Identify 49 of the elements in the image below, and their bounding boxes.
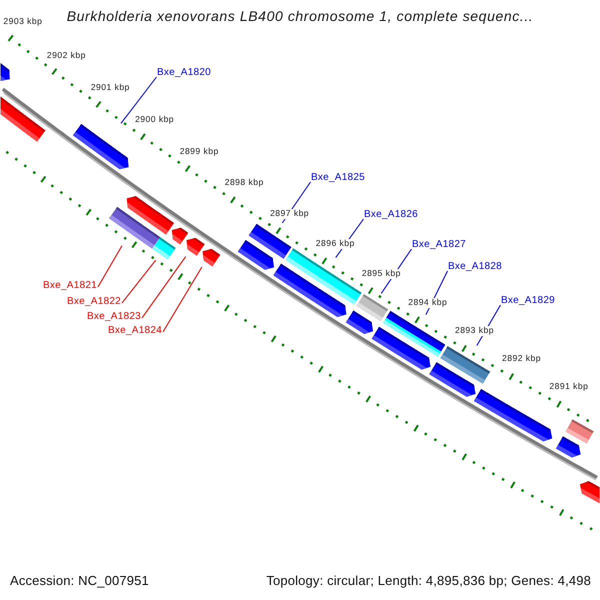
- accession-label: Accession: NC_007951: [10, 574, 149, 589]
- leader-line: [97, 245, 122, 288]
- gene-segment: [440, 346, 490, 384]
- scale-label: 2900 kbp: [135, 116, 174, 126]
- gene-feature: [202, 248, 220, 266]
- leader-line: [141, 256, 186, 318]
- scale-label: 2903 kbp: [3, 17, 42, 28]
- gene-segment: [285, 248, 362, 304]
- scale-label: 2891 kbp: [549, 382, 588, 392]
- gene-label: Bxe_A1824: [108, 325, 162, 336]
- map-title: Burkholderia xenovorans LB400 chromosome 1, complete sequenc...: [66, 8, 534, 24]
- gene-segment: [566, 419, 594, 444]
- scale-label: 2902 kbp: [46, 50, 86, 60]
- gene-label: Bxe_A1826: [364, 209, 418, 220]
- gene-label: Bxe_A1828: [448, 261, 502, 272]
- gene-feature: [126, 196, 174, 234]
- gene-segment: [248, 224, 292, 259]
- gene-label: Bxe_A1825: [311, 172, 365, 184]
- gene-segment: [356, 294, 388, 322]
- gene-feature: [580, 481, 600, 504]
- gene-label: Bxe_A1823: [87, 311, 141, 322]
- scale-label: 2901 kbp: [90, 83, 130, 94]
- scale-label: 2896 kbp: [316, 239, 355, 250]
- scale-label: 2895 kbp: [362, 268, 401, 279]
- gene-feature: [0, 63, 10, 81]
- gene-feature: [172, 228, 188, 244]
- gene-feature: [0, 96, 46, 142]
- gene-label: Bxe_A1822: [67, 296, 121, 308]
- scale-label: 2897 kbp: [270, 209, 310, 219]
- sequence-summary: Topology: circular; Length: 4,895,836 bp; Genes: 4,498: [266, 574, 591, 589]
- gene-feature: [346, 310, 374, 334]
- gene-feature: [556, 436, 581, 458]
- gene-label: Bxe_A1820: [157, 67, 211, 78]
- gene-feature: [474, 388, 552, 442]
- scale-label: 2894 kbp: [408, 298, 448, 308]
- gene-segment: [382, 310, 446, 357]
- leader-line: [121, 260, 156, 304]
- gene-label: Bxe_A1827: [412, 239, 466, 250]
- gene-label: Bxe_A1821: [43, 280, 97, 292]
- scale-label: 2893 kbp: [454, 326, 494, 336]
- gene-label: Bxe_A1829: [501, 295, 555, 306]
- gene-feature: [72, 124, 129, 170]
- leader-line: [120, 76, 157, 124]
- scale-label: 2898 kbp: [224, 178, 264, 188]
- gene-feature: [186, 238, 205, 256]
- gene-segment: [152, 237, 176, 260]
- scale-label: 2892 kbp: [502, 354, 541, 364]
- scale-label: 2899 kbp: [180, 147, 219, 158]
- leader-line: [162, 266, 202, 332]
